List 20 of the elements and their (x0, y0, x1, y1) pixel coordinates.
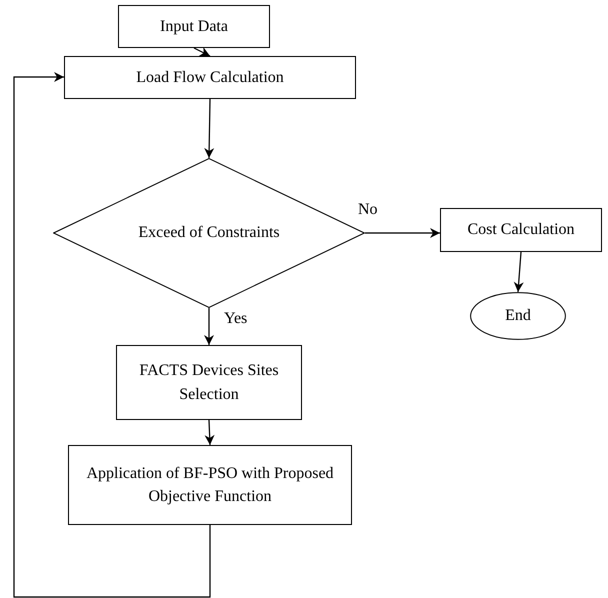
process-box (64, 56, 356, 99)
node-label: Application of BF-PSO with Proposed Objective Function (85, 464, 335, 507)
arrow (204, 420, 215, 446)
node-label: FACTS Devices Sites Selection (138, 361, 280, 404)
arrow (204, 98, 214, 158)
node-label: End (505, 306, 531, 326)
node-label: Exceed of Constraints (138, 223, 280, 244)
arrow (194, 47, 210, 57)
arrow (514, 252, 524, 292)
arrow (13, 72, 211, 598)
node-label: Input Data (160, 16, 228, 37)
process-box (440, 208, 602, 252)
arrow (365, 228, 440, 238)
node-label: Cost Calculation (467, 220, 575, 240)
process-box (116, 345, 302, 420)
terminal-ellipse (470, 292, 566, 340)
process-box (118, 5, 270, 48)
node-label: Load Flow Calculation (136, 68, 284, 88)
arrow (204, 308, 214, 345)
process-box (68, 445, 352, 525)
